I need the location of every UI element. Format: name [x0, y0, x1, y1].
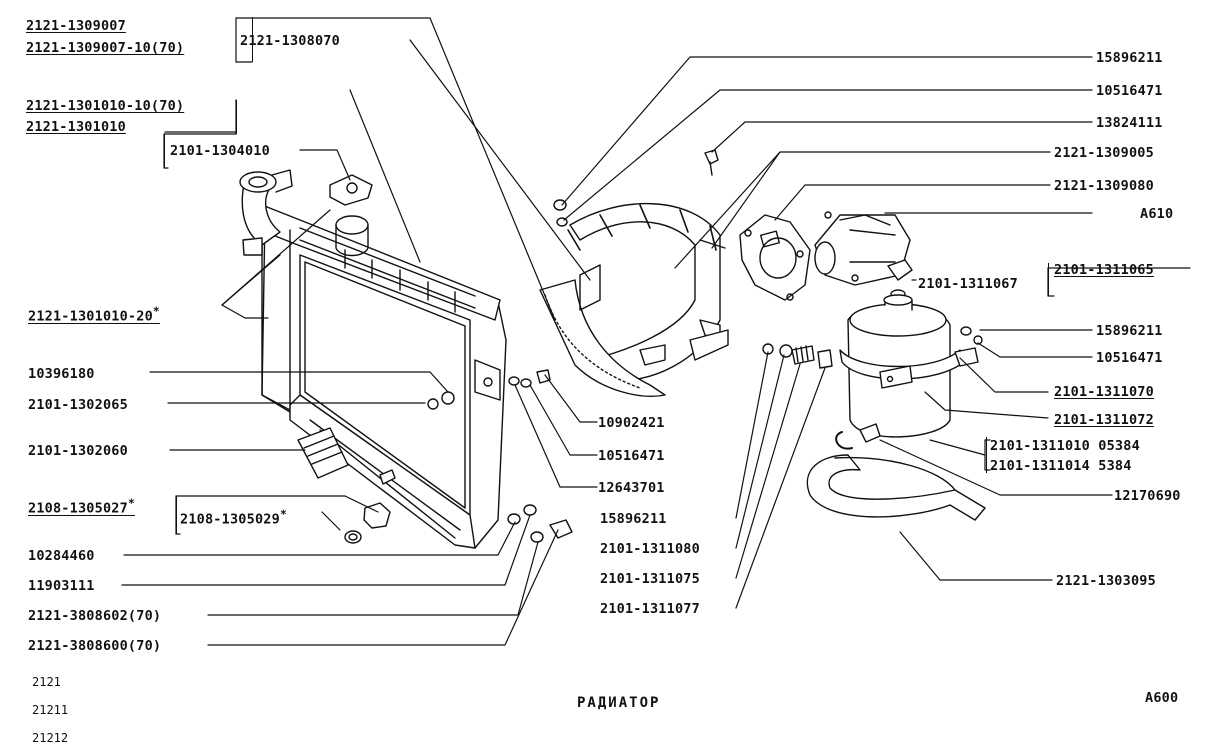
fan-motor-drawing [739, 211, 913, 301]
radiator-drawing [239, 169, 507, 549]
label-A610: A610 [1140, 206, 1174, 222]
label-2121-1308070: 2121-1308070 [240, 33, 340, 49]
label-10284460: 10284460 [28, 548, 95, 564]
group-bracket-1309007 [236, 17, 253, 62]
fan-shroud-drawing [508, 149, 729, 397]
label-2121-1309005: 2121-1309005 [1054, 145, 1154, 161]
label-2121-1301010-20: 2121-1301010-20* [28, 305, 160, 325]
label-2101-1311072: 2101-1311072 [1054, 412, 1154, 428]
label-10516471-b: 10516471 [1096, 83, 1163, 99]
model-code-2: 21211 [32, 703, 69, 717]
page-title: РАДИАТОР [577, 695, 661, 711]
drain-screws-drawing [507, 504, 573, 543]
label-10902421: 10902421 [598, 415, 665, 431]
label-11903111: 11903111 [28, 578, 95, 594]
group-bracket-1311010 [986, 437, 987, 473]
label-2101-1311010: 2101-1311010 05384 [990, 438, 1140, 454]
star-mark: * [279, 508, 287, 521]
label-2101-1302065: 2101-1302065 [28, 397, 128, 413]
label-12643701: 12643701 [598, 480, 665, 496]
label-2101-1304010: 2101-1304010 [170, 143, 270, 159]
label-2101-1302060: 2101-1302060 [28, 443, 128, 459]
label-2101-1311014: 2101-1311014 5384 [990, 458, 1132, 474]
label-2101-1311067: 2101-1311067 [918, 276, 1018, 292]
label-2108-1305027: 2108-1305027* [28, 497, 135, 517]
label-2121-1309080: 2121-1309080 [1054, 178, 1154, 194]
label-15896211-c: 15896211 [1096, 323, 1163, 339]
star-mark: * [127, 497, 135, 510]
model-code-3: 21212 [32, 731, 69, 745]
label-2121-1303095: 2121-1303095 [1056, 573, 1156, 589]
label-2101-1311075: 2101-1311075 [600, 571, 700, 587]
page-code: A600 [1145, 690, 1179, 706]
label-2121-1301010-10: 2121-1301010-10(70) [26, 98, 185, 114]
label-2101-1311080: 2101-1311080 [600, 541, 700, 557]
group-bracket-1304010 [164, 134, 165, 168]
label-2121-1301010: 2121-1301010 [26, 119, 126, 135]
label-10396180: 10396180 [28, 366, 95, 382]
label-10516471-a: 10516471 [598, 448, 665, 464]
group-bracket-1311067 [1048, 263, 1049, 296]
expansion-tank-drawing [762, 294, 983, 450]
label-15896211-b: 15896211 [1096, 50, 1163, 66]
label-12170690: 12170690 [1114, 488, 1181, 504]
model-code-1: 2121 [32, 675, 61, 689]
label-2121-3808602: 2121-3808602(70) [28, 608, 162, 624]
group-bracket-1301010 [236, 100, 237, 134]
label-2101-1311065: 2101-1311065 [1054, 262, 1154, 278]
label-2108-1305029: 2108-1305029* [180, 508, 287, 528]
star-mark: * [152, 305, 160, 318]
hose-drawing [806, 454, 986, 521]
label-2121-1309007-10: 2121-1309007-10(70) [26, 40, 185, 56]
label-2121-3808600: 2121-3808600(70) [28, 638, 162, 654]
label-10516471-c: 10516471 [1096, 350, 1163, 366]
label-2121-1309007: 2121-1309007 [26, 18, 126, 34]
group-bracket-1305029 [176, 496, 177, 534]
label-2101-1311077: 2101-1311077 [600, 601, 700, 617]
label-2101-1311070: 2101-1311070 [1054, 384, 1154, 400]
label-15896211-a: 15896211 [600, 511, 667, 527]
label-13824111: 13824111 [1096, 115, 1163, 131]
